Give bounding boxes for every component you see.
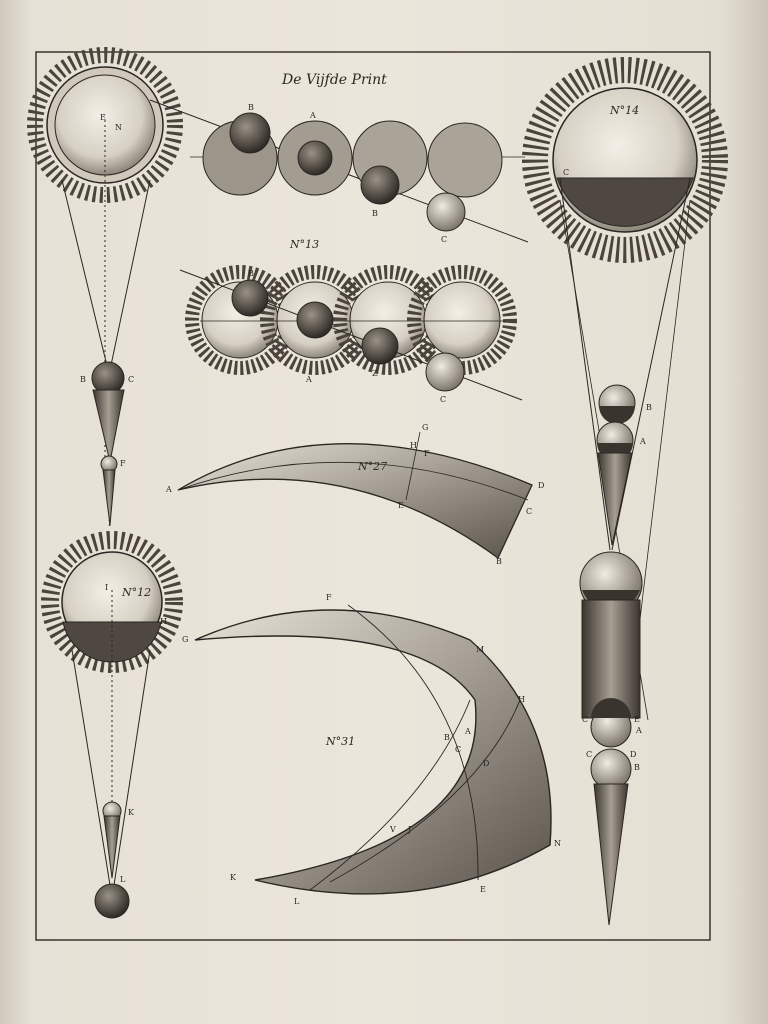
- figure-label-n14: N°14: [609, 104, 639, 117]
- label-n31-l: L: [294, 897, 300, 906]
- top-row-circles: [149, 99, 529, 243]
- label-r-b: B: [646, 403, 652, 412]
- label-n31-f: F: [326, 593, 332, 602]
- label-n31-c: C: [455, 745, 461, 754]
- label-n31-d: D: [483, 759, 489, 768]
- label-n13-b: B: [248, 269, 254, 278]
- figure-label-n27: N°27: [357, 460, 387, 473]
- label-n27-d: D: [538, 481, 544, 490]
- label-i: I: [108, 519, 111, 528]
- label-n27-c: C: [526, 507, 532, 516]
- label-n31-b: B: [444, 733, 450, 742]
- figure-label-n12: N°12: [121, 586, 151, 599]
- label-r-b2: B: [634, 763, 640, 772]
- label-n12-l: L: [120, 875, 126, 884]
- label-top-b2: B: [372, 209, 378, 218]
- n31-crescent: [194, 604, 552, 895]
- label-n: N: [115, 123, 122, 132]
- right-column-cones: [579, 384, 643, 926]
- sun-n12: [41, 531, 183, 919]
- label-n13-z: Z: [372, 369, 378, 378]
- label-r-d: D: [630, 750, 636, 759]
- sun-top-left: [27, 47, 183, 460]
- label-r-c2: C: [582, 715, 588, 724]
- plate-border: [35, 51, 711, 941]
- label-n27-h: H: [410, 441, 417, 450]
- label-n12-k: K: [128, 808, 135, 817]
- n13-suns: [179, 265, 523, 401]
- label-c: C: [128, 375, 134, 384]
- label-f: F: [120, 459, 126, 468]
- left-shadow-cone: [61, 179, 151, 526]
- label-n27-b: B: [496, 557, 502, 566]
- label-top-b1: B: [248, 103, 254, 112]
- plate-title: De Vijfde Print: [281, 72, 387, 88]
- label-top-a: A: [309, 111, 316, 120]
- figure-label-n31: N°31: [325, 735, 355, 748]
- label-r-a2: A: [635, 726, 642, 735]
- label-n31-v: V: [389, 825, 396, 834]
- label-n31-a: A: [464, 727, 471, 736]
- label-n31-e: E: [480, 885, 486, 894]
- label-r-c3: C: [586, 750, 592, 759]
- label-n31-h: H: [518, 695, 525, 704]
- label-n31-m: M: [476, 645, 484, 654]
- n27-horn: [177, 431, 533, 559]
- label-n31-g: G: [182, 635, 188, 644]
- label-n12-h: H: [160, 617, 167, 626]
- label-r-c: C: [563, 168, 569, 177]
- label-n27-e: E: [398, 501, 404, 510]
- figure-label-n13: N°13: [289, 238, 319, 251]
- label-r-a: A: [639, 437, 646, 446]
- label-n13-a: A: [305, 375, 312, 384]
- label-top-c: C: [441, 235, 447, 244]
- label-n31-k: K: [230, 873, 237, 882]
- label-n31-j: J: [407, 825, 411, 834]
- label-n31-n: N: [554, 839, 561, 848]
- label-n27-g: G: [422, 423, 428, 432]
- label-n13-c: C: [440, 395, 446, 404]
- label-r-e: E: [634, 715, 640, 724]
- label-n27-a: A: [165, 485, 172, 494]
- sun-n14: [522, 57, 728, 721]
- label-b: B: [80, 375, 86, 384]
- label-e: E: [100, 113, 106, 122]
- label-n27-f: F: [424, 449, 430, 458]
- label-n12-i: I: [105, 583, 108, 592]
